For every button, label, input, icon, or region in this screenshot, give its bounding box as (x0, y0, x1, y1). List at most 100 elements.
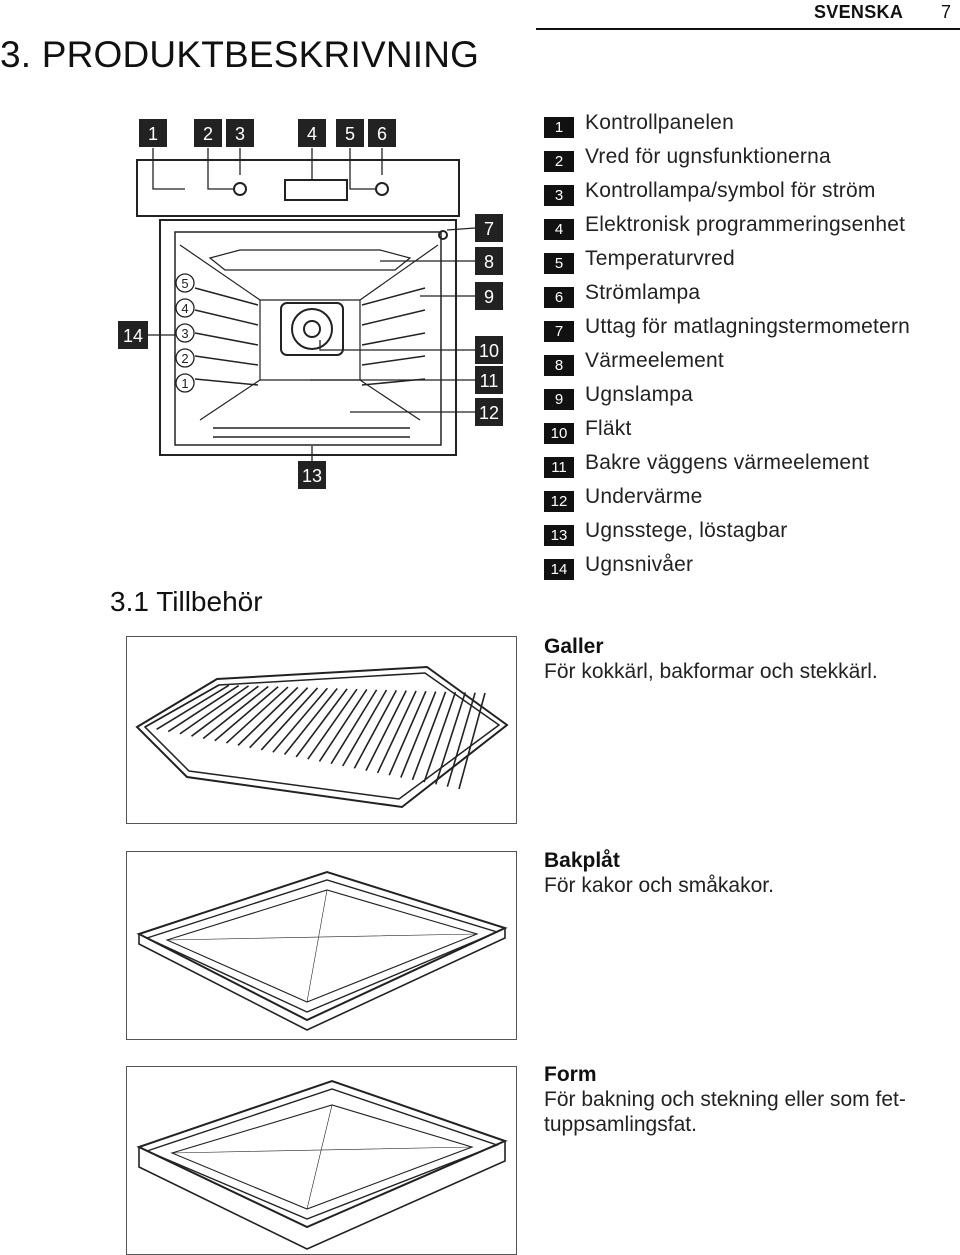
legend-label: Elektronisk programmeringsenhet (585, 213, 906, 236)
legend-number: 2 (544, 150, 574, 172)
legend-item: 10 Fläkt (544, 412, 910, 446)
oven-diagram: 5 4 3 2 1 1 2 3 4 5 6 7 8 9 10 11 12 13 … (118, 119, 503, 489)
shelf-wire (295, 688, 348, 758)
legend-item: 14 Ugnsnivåer (544, 548, 910, 582)
component-legend: 1 Kontrollpanelen 2 Vred för ugnsfunktione… (544, 106, 910, 582)
accessory-name: Bakplåt (544, 849, 620, 872)
legend-number: 10 (544, 422, 574, 444)
svg-text:1: 1 (148, 124, 158, 144)
legend-item: 3 Kontrollampa/symbol för ström (544, 174, 910, 208)
legend-label: Kontrollpanelen (585, 111, 734, 134)
shelf-level-4: 4 (181, 301, 188, 316)
callout-8: 8 (475, 247, 503, 275)
legend-item: 6 Strömlampa (544, 276, 910, 310)
shelf-wire (249, 687, 309, 749)
deep-pan-figure (126, 1066, 517, 1255)
shelf-wire (434, 692, 467, 785)
oven-body-shape (159, 219, 457, 456)
legend-label: Ugnsnivåer (585, 553, 694, 576)
svg-text:5: 5 (345, 124, 355, 144)
page-number: 7 (941, 2, 952, 22)
legend-item: 12 Undervärme (544, 480, 910, 514)
shelf-wire (423, 691, 457, 783)
legend-item: 5 Temperaturvred (544, 242, 910, 276)
shelf-wire (318, 689, 368, 762)
legend-number: 13 (544, 524, 574, 546)
legend-number: 5 (544, 252, 574, 274)
svg-text:10: 10 (479, 341, 499, 361)
legend-label: Vred för ugnsfunktionerna (585, 145, 831, 168)
svg-text:13: 13 (302, 466, 322, 486)
shelf-level-2: 2 (181, 351, 188, 366)
legend-label: Temperaturvred (585, 247, 735, 270)
callout-3: 3 (226, 119, 254, 147)
legend-label: Kontrollampa/symbol för ström (585, 179, 876, 202)
shelf-wire (376, 690, 417, 774)
svg-text:11: 11 (480, 371, 499, 391)
accessory-galler: Galler För kokkärl, bakformar och stekkä… (544, 634, 878, 684)
callout-2: 2 (194, 119, 222, 147)
baking-tray-figure (126, 851, 517, 1040)
callout-10: 10 (475, 336, 503, 364)
header-language: SVENSKA (814, 2, 904, 22)
legend-number: 6 (544, 286, 574, 308)
shelf-wire (330, 689, 378, 765)
legend-number: 14 (544, 558, 574, 580)
shelf-wire (237, 686, 299, 746)
subsection-title: 3.1 Tillbehör (110, 586, 263, 617)
shelf-level-3: 3 (181, 326, 188, 341)
shelf-wire (191, 685, 259, 737)
svg-text:9: 9 (484, 287, 494, 307)
legend-item: 8 Värmeelement (544, 344, 910, 378)
shelf-wire (179, 685, 250, 735)
legend-number: 8 (544, 354, 574, 376)
shelf-wire (307, 688, 358, 760)
accessory-description-line-2: tuppsamlingsfat. (544, 1113, 697, 1136)
legend-label: Undervärme (585, 485, 703, 508)
shelf-wire (167, 684, 240, 733)
shelf-wire (214, 686, 279, 742)
callout-12: 12 (475, 398, 503, 426)
legend-label: Värmeelement (585, 349, 724, 372)
legend-label: Fläkt (585, 417, 632, 440)
legend-number: 12 (544, 490, 574, 512)
shelf-wire (156, 684, 230, 730)
shelf-wire (446, 692, 476, 787)
shelf-wire (458, 692, 486, 790)
section-title: 3. PRODUKTBESKRIVNING (0, 34, 480, 75)
svg-text:6: 6 (377, 124, 387, 144)
shelf-wire (272, 687, 328, 753)
shelf-wire (411, 691, 447, 781)
callout-5: 5 (336, 119, 364, 147)
legend-label: Bakre väggens värmeelement (585, 451, 870, 474)
callout-6: 6 (368, 119, 396, 147)
accessory-bakplat: Bakplåt För kakor och småkakor. (544, 848, 774, 898)
svg-text:2: 2 (203, 124, 213, 144)
legend-number: 1 (544, 116, 574, 138)
svg-text:7: 7 (484, 219, 494, 239)
shelf-level-1: 1 (181, 376, 188, 391)
accessory-description: För kakor och småkakor. (544, 874, 774, 897)
svg-text:3: 3 (235, 124, 245, 144)
legend-number: 7 (544, 320, 574, 342)
legend-item: 2 Vred för ugnsfunktionerna (544, 140, 910, 174)
header-divider (536, 28, 960, 30)
shelf-wire (225, 686, 289, 744)
accessory-form: Form För bakning och stekning eller som … (544, 1062, 906, 1137)
shelf-wire (342, 689, 388, 767)
control-panel-shape (136, 159, 460, 217)
legend-number: 3 (544, 184, 574, 206)
svg-text:12: 12 (479, 403, 499, 423)
shelf-wire (144, 684, 220, 728)
accessory-name: Form (544, 1063, 597, 1086)
legend-label: Strömlampa (585, 281, 701, 304)
shelf-wire (353, 689, 398, 769)
shelf-wire (400, 691, 437, 778)
svg-text:14: 14 (123, 326, 143, 346)
callout-4: 4 (298, 119, 326, 147)
accessory-name: Galler (544, 635, 604, 658)
legend-number: 11 (544, 456, 574, 478)
